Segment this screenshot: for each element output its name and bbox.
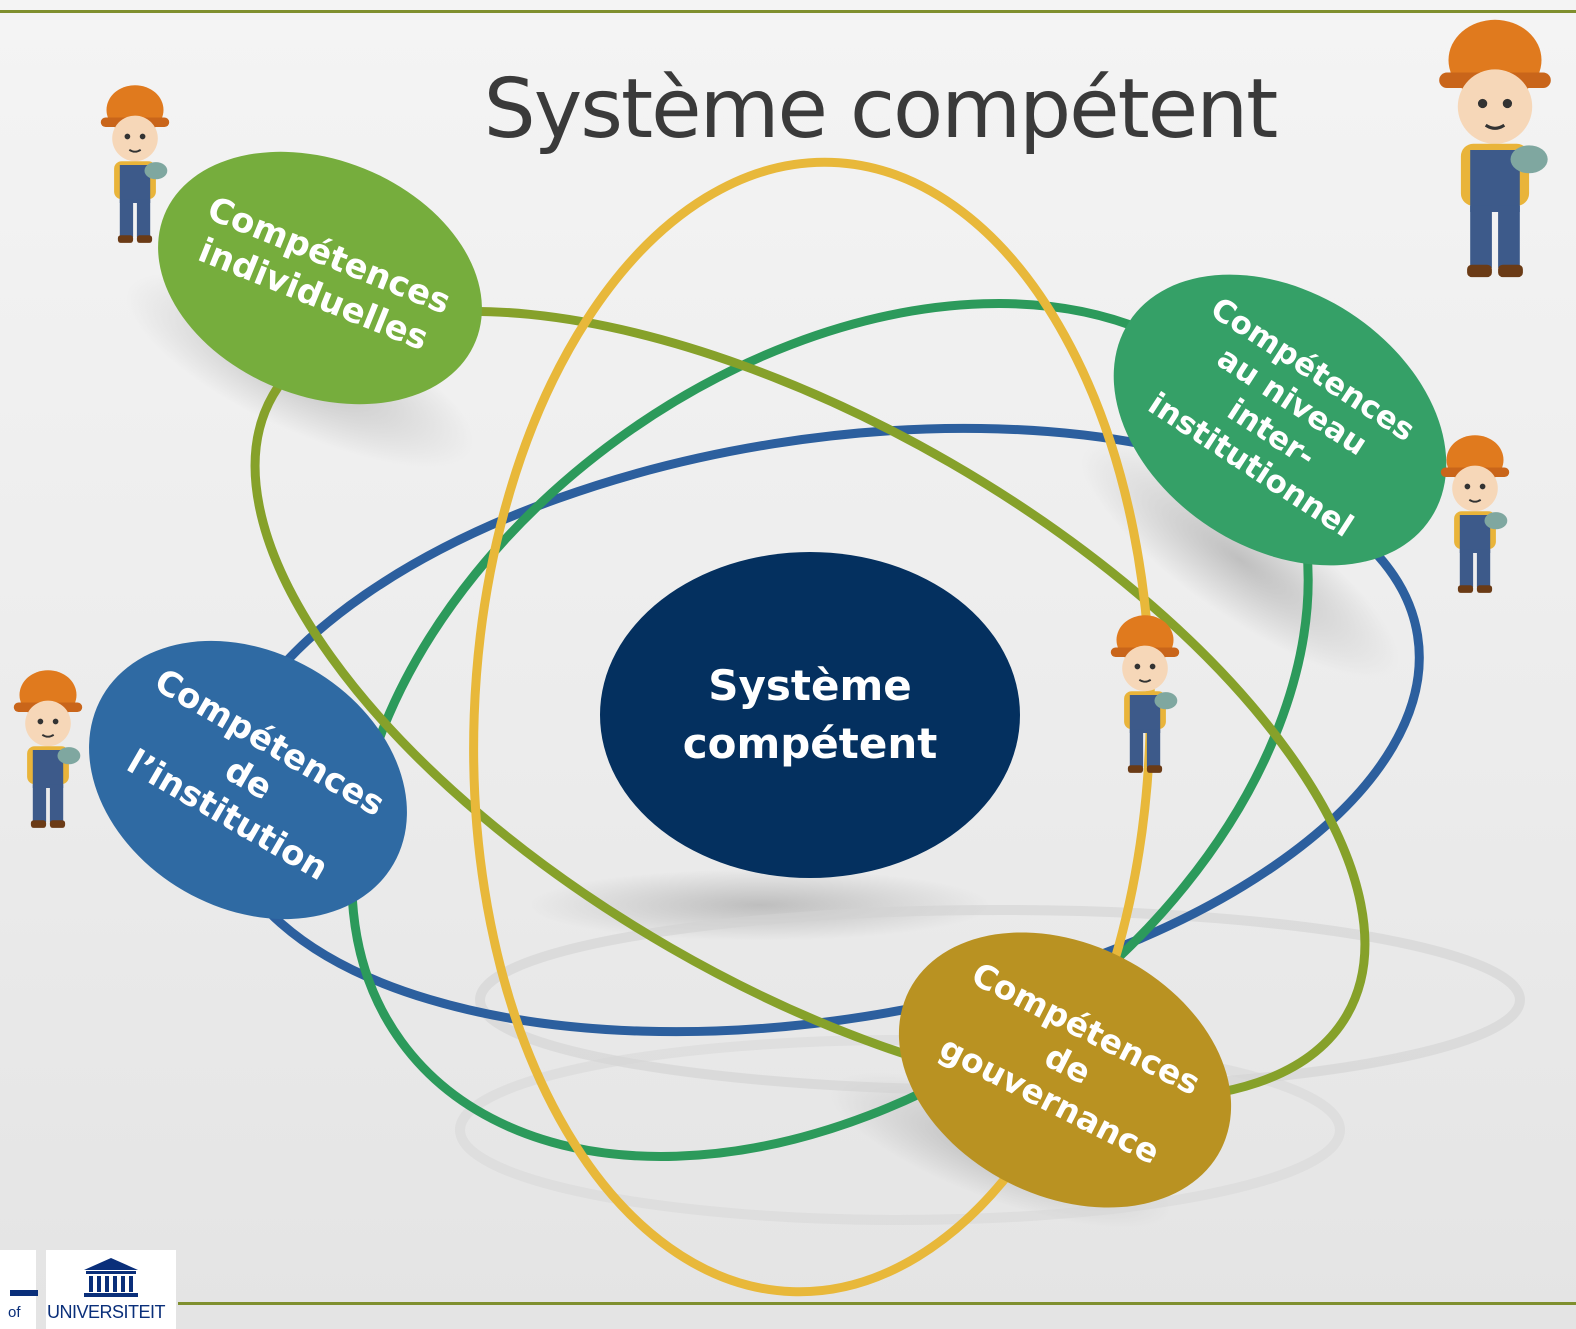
logo-mark [10,1290,38,1296]
top-rule [0,10,1576,13]
node-institution [89,640,407,920]
orbit-olive [250,306,1370,1104]
worker-character-icon [12,669,84,829]
logo-left-panel [0,1250,36,1329]
node-inter-institutionnel [1113,274,1447,566]
university-logo-text: UNIVERSITEIT [47,1302,166,1322]
node-individuelles [158,151,482,405]
center-label-line2: compétent [683,719,938,768]
center-shadow [530,869,990,941]
node-gouvernance [898,932,1232,1208]
center-label-line1: Système [708,661,911,710]
slide-title: Système compétent [483,62,1279,157]
center-node [600,552,1020,878]
worker-character-icon [99,84,171,244]
university-logo [46,1250,176,1329]
node-shadow [1081,442,1399,678]
university-building-icon [84,1258,138,1297]
bottom-rule [178,1302,1576,1305]
worker-character-icon [1437,18,1553,279]
logo-of-text: of [8,1304,21,1321]
worker-character-icon [1439,434,1511,594]
